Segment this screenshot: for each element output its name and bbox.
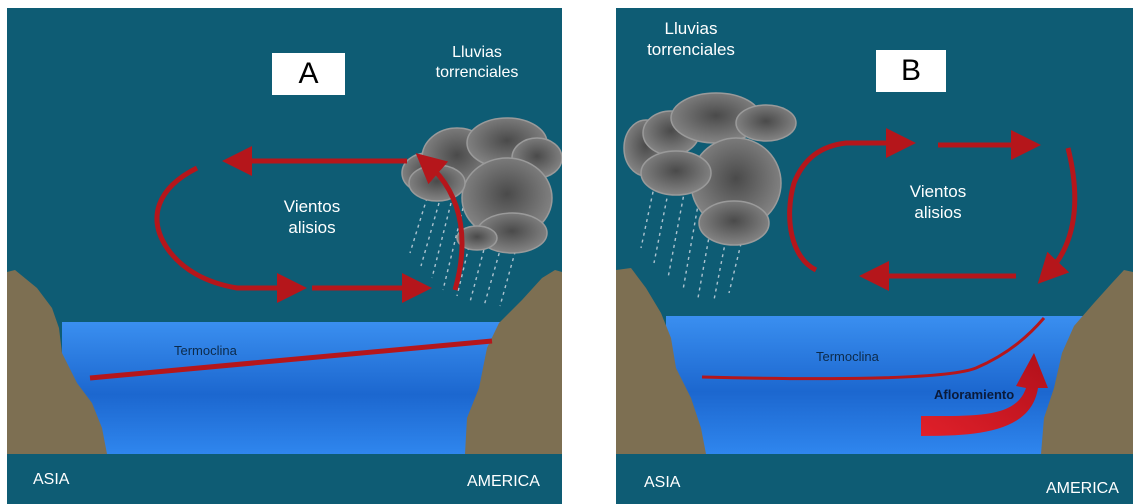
rain-label: Lluvias torrenciales <box>412 43 542 83</box>
storm-cloud <box>624 93 796 245</box>
right-region-label: AMERICA <box>467 473 540 491</box>
winds-label-line2: alisios <box>914 203 961 222</box>
rain-label-line1: Lluvias <box>452 44 502 61</box>
ocean <box>62 322 517 454</box>
right-region-label: AMERICA <box>1046 480 1119 498</box>
winds-label: Vientos alisios <box>888 181 988 224</box>
rain-label-line2: torrenciales <box>647 40 735 59</box>
winds-label-line2: alisios <box>288 218 335 237</box>
winds-label: Vientos alisios <box>262 196 362 239</box>
rain-label: Lluvias torrenciales <box>636 18 746 61</box>
panel-b: B Lluvias torrenciales Vientos alisios T… <box>616 8 1133 504</box>
storm-cloud <box>402 118 562 253</box>
rain-label-line2: torrenciales <box>436 64 519 81</box>
upwelling-label: Afloramiento <box>934 387 1014 402</box>
winds-label-line1: Vientos <box>284 197 340 216</box>
thermocline-label: Termoclina <box>816 349 879 364</box>
winds-label-line1: Vientos <box>910 182 966 201</box>
panel-letter: A <box>272 53 345 95</box>
left-region-label: ASIA <box>33 471 69 489</box>
thermocline-label: Termoclina <box>174 343 237 358</box>
panel-b-scene <box>616 8 1133 504</box>
panel-a: A Lluvias torrenciales Vientos alisios T… <box>7 8 562 504</box>
rain-label-line1: Lluvias <box>665 19 718 38</box>
left-region-label: ASIA <box>644 474 680 492</box>
panel-letter: B <box>876 50 946 92</box>
